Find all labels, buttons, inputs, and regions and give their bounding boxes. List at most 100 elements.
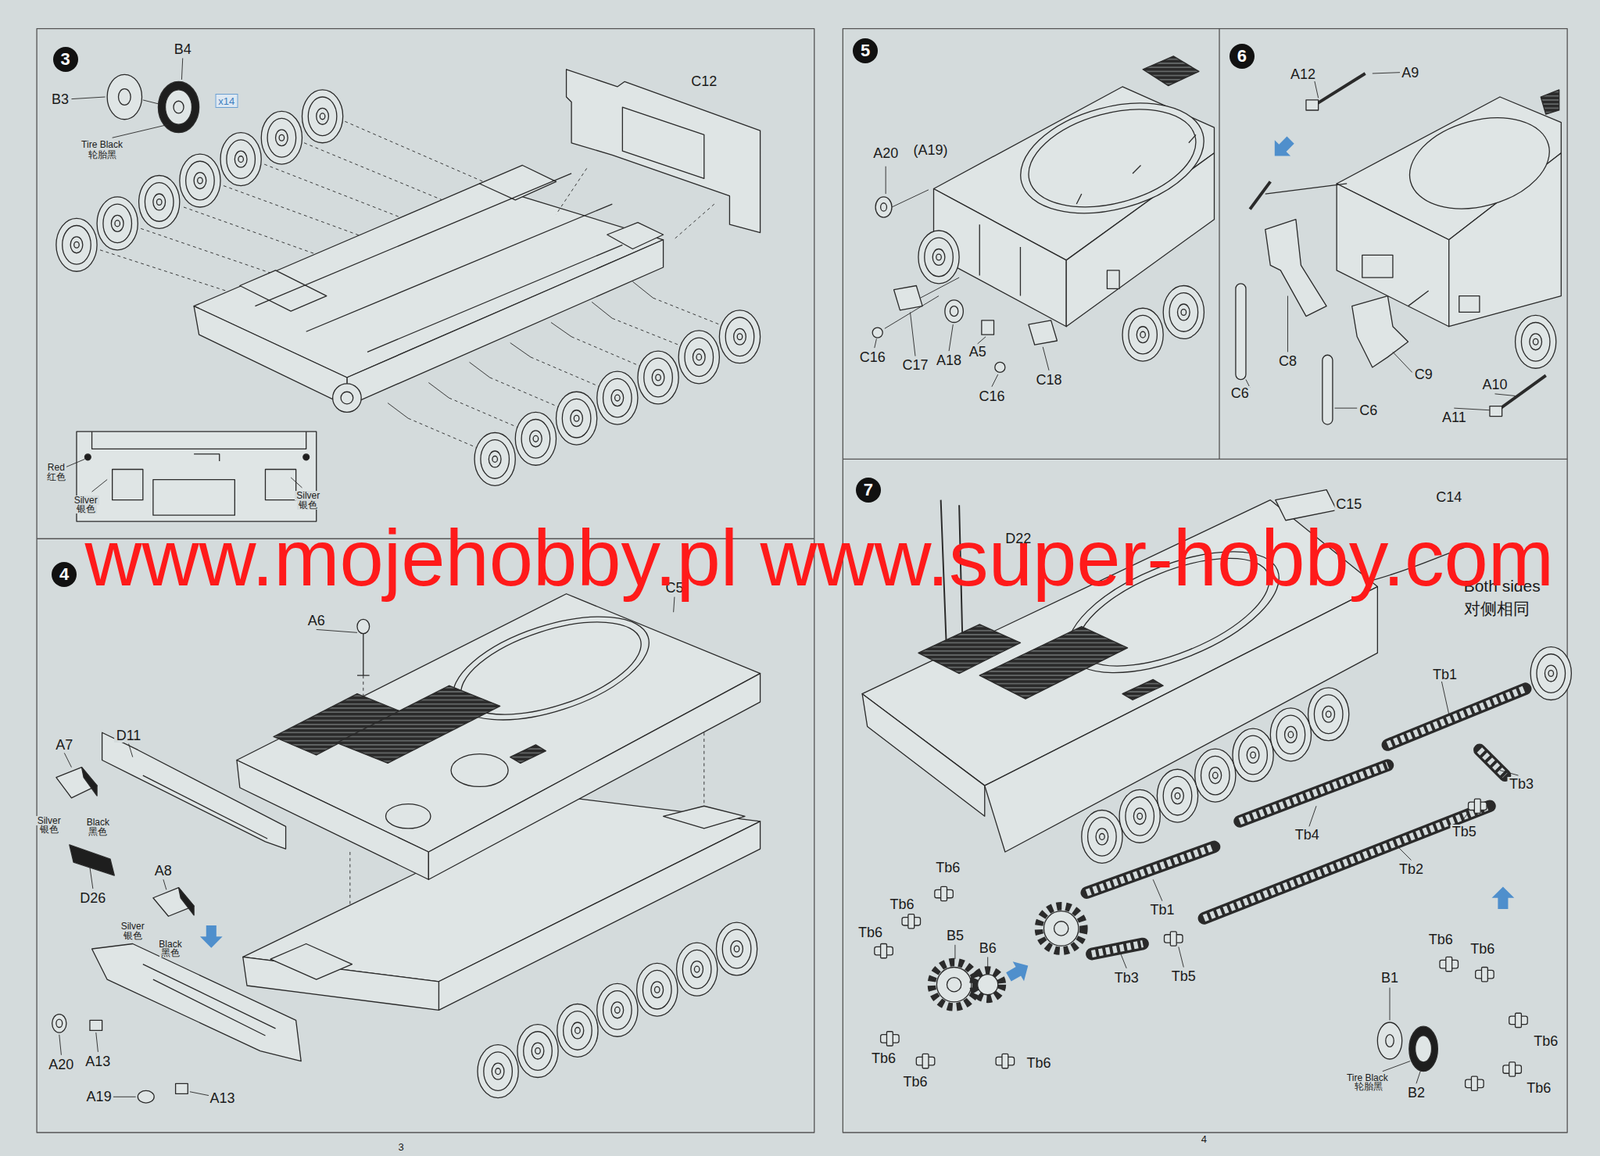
line-art bbox=[842, 28, 1568, 460]
line-art bbox=[408, 297, 725, 449]
line-art bbox=[1479, 749, 1506, 776]
paint-note: 银色 bbox=[75, 504, 97, 514]
line-art bbox=[139, 175, 180, 230]
paint-note: 黑色 bbox=[86, 826, 109, 837]
line-art bbox=[336, 685, 501, 763]
line-art bbox=[934, 886, 953, 901]
line-art bbox=[1232, 728, 1274, 782]
part-label: C18 bbox=[1034, 372, 1064, 387]
part-label: (A19) bbox=[912, 143, 950, 158]
line-art bbox=[1530, 647, 1572, 701]
part-label: Tb6 bbox=[1524, 1080, 1553, 1096]
part-label: A9 bbox=[1399, 65, 1421, 80]
line-art bbox=[118, 89, 132, 106]
line-art bbox=[880, 1031, 899, 1046]
line-art bbox=[1203, 805, 1490, 919]
line-art bbox=[102, 732, 287, 849]
line-art bbox=[1362, 254, 1393, 278]
part-label: Tb5 bbox=[1450, 824, 1479, 839]
line-art bbox=[1515, 314, 1557, 369]
line-art bbox=[71, 57, 183, 138]
line-art bbox=[92, 431, 307, 516]
line-art bbox=[270, 943, 352, 980]
part-label: B6 bbox=[977, 941, 999, 956]
step-number: 6 bbox=[1229, 43, 1255, 69]
line-art bbox=[175, 1083, 189, 1094]
line-art bbox=[874, 943, 893, 958]
line-art bbox=[1163, 286, 1204, 340]
line-art bbox=[1336, 183, 1450, 327]
line-art bbox=[517, 1024, 559, 1078]
line-art bbox=[862, 694, 985, 817]
part-label: C17 bbox=[901, 357, 931, 373]
part-label: A7 bbox=[53, 737, 75, 752]
line-art bbox=[1081, 809, 1123, 863]
part-label: A10 bbox=[1481, 377, 1510, 392]
part-label: B3 bbox=[50, 92, 71, 107]
line-art bbox=[676, 942, 718, 996]
line-art bbox=[1385, 1034, 1394, 1048]
paint-note: 黑色 bbox=[159, 948, 182, 958]
line-art bbox=[254, 173, 623, 352]
part-label: A12 bbox=[1288, 67, 1318, 82]
line-art bbox=[96, 196, 138, 251]
part-label: A13 bbox=[208, 1091, 237, 1106]
line-art bbox=[1038, 905, 1084, 951]
line-art bbox=[874, 166, 1049, 387]
part-label: B4 bbox=[172, 42, 194, 57]
line-art bbox=[200, 925, 223, 949]
line-art bbox=[143, 775, 268, 839]
line-art bbox=[1195, 748, 1236, 802]
line-art bbox=[1091, 943, 1143, 954]
line-art bbox=[1017, 92, 1207, 224]
line-art bbox=[36, 28, 1568, 1133]
line-art bbox=[1409, 1026, 1439, 1071]
paint-note: 轮胎黑 bbox=[86, 150, 119, 160]
node-text: x14 bbox=[218, 96, 235, 107]
line-art bbox=[1235, 283, 1246, 380]
line-art bbox=[56, 218, 97, 272]
part-label: Tb6 bbox=[1427, 932, 1455, 947]
line-art bbox=[880, 203, 888, 212]
line-art bbox=[89, 1020, 103, 1031]
paint-note: 轮胎黑 bbox=[1353, 1081, 1385, 1092]
node-text: 6 bbox=[1237, 47, 1247, 65]
line-art bbox=[1267, 132, 1300, 165]
line-art bbox=[451, 754, 509, 788]
paint-note: Black bbox=[85, 817, 111, 827]
part-label: Tb1 bbox=[1148, 902, 1176, 917]
line-art bbox=[597, 983, 638, 1037]
line-art bbox=[678, 330, 720, 384]
line-art bbox=[69, 844, 115, 876]
line-art bbox=[56, 57, 761, 522]
part-label: A20 bbox=[871, 146, 900, 161]
line-art bbox=[1382, 987, 1421, 1085]
line-art bbox=[1002, 955, 1034, 987]
line-art bbox=[556, 168, 715, 240]
line-art bbox=[715, 922, 757, 976]
step-number: 4 bbox=[51, 561, 77, 588]
part-label: A8 bbox=[153, 863, 174, 878]
line-art bbox=[357, 619, 370, 634]
line-art bbox=[1265, 219, 1327, 317]
line-art bbox=[1316, 73, 1366, 104]
line-art bbox=[474, 432, 516, 486]
line-art bbox=[1540, 89, 1559, 115]
line-art bbox=[1275, 490, 1337, 521]
line-art bbox=[178, 887, 195, 916]
line-art bbox=[261, 110, 302, 165]
paint-note: Tire Black bbox=[1345, 1073, 1390, 1083]
line-art bbox=[1091, 943, 1143, 954]
part-label: Tb2 bbox=[1397, 862, 1425, 877]
line-art bbox=[949, 306, 958, 317]
line-art bbox=[477, 1045, 519, 1099]
part-label: C6 bbox=[1357, 403, 1379, 418]
part-label: A18 bbox=[934, 353, 963, 368]
part-label: C8 bbox=[1277, 354, 1299, 369]
line-art bbox=[1008, 84, 1217, 232]
line-art bbox=[332, 383, 362, 413]
part-label: Tb6 bbox=[869, 1051, 898, 1066]
line-art bbox=[84, 454, 91, 461]
node-text: 3 bbox=[60, 50, 70, 69]
